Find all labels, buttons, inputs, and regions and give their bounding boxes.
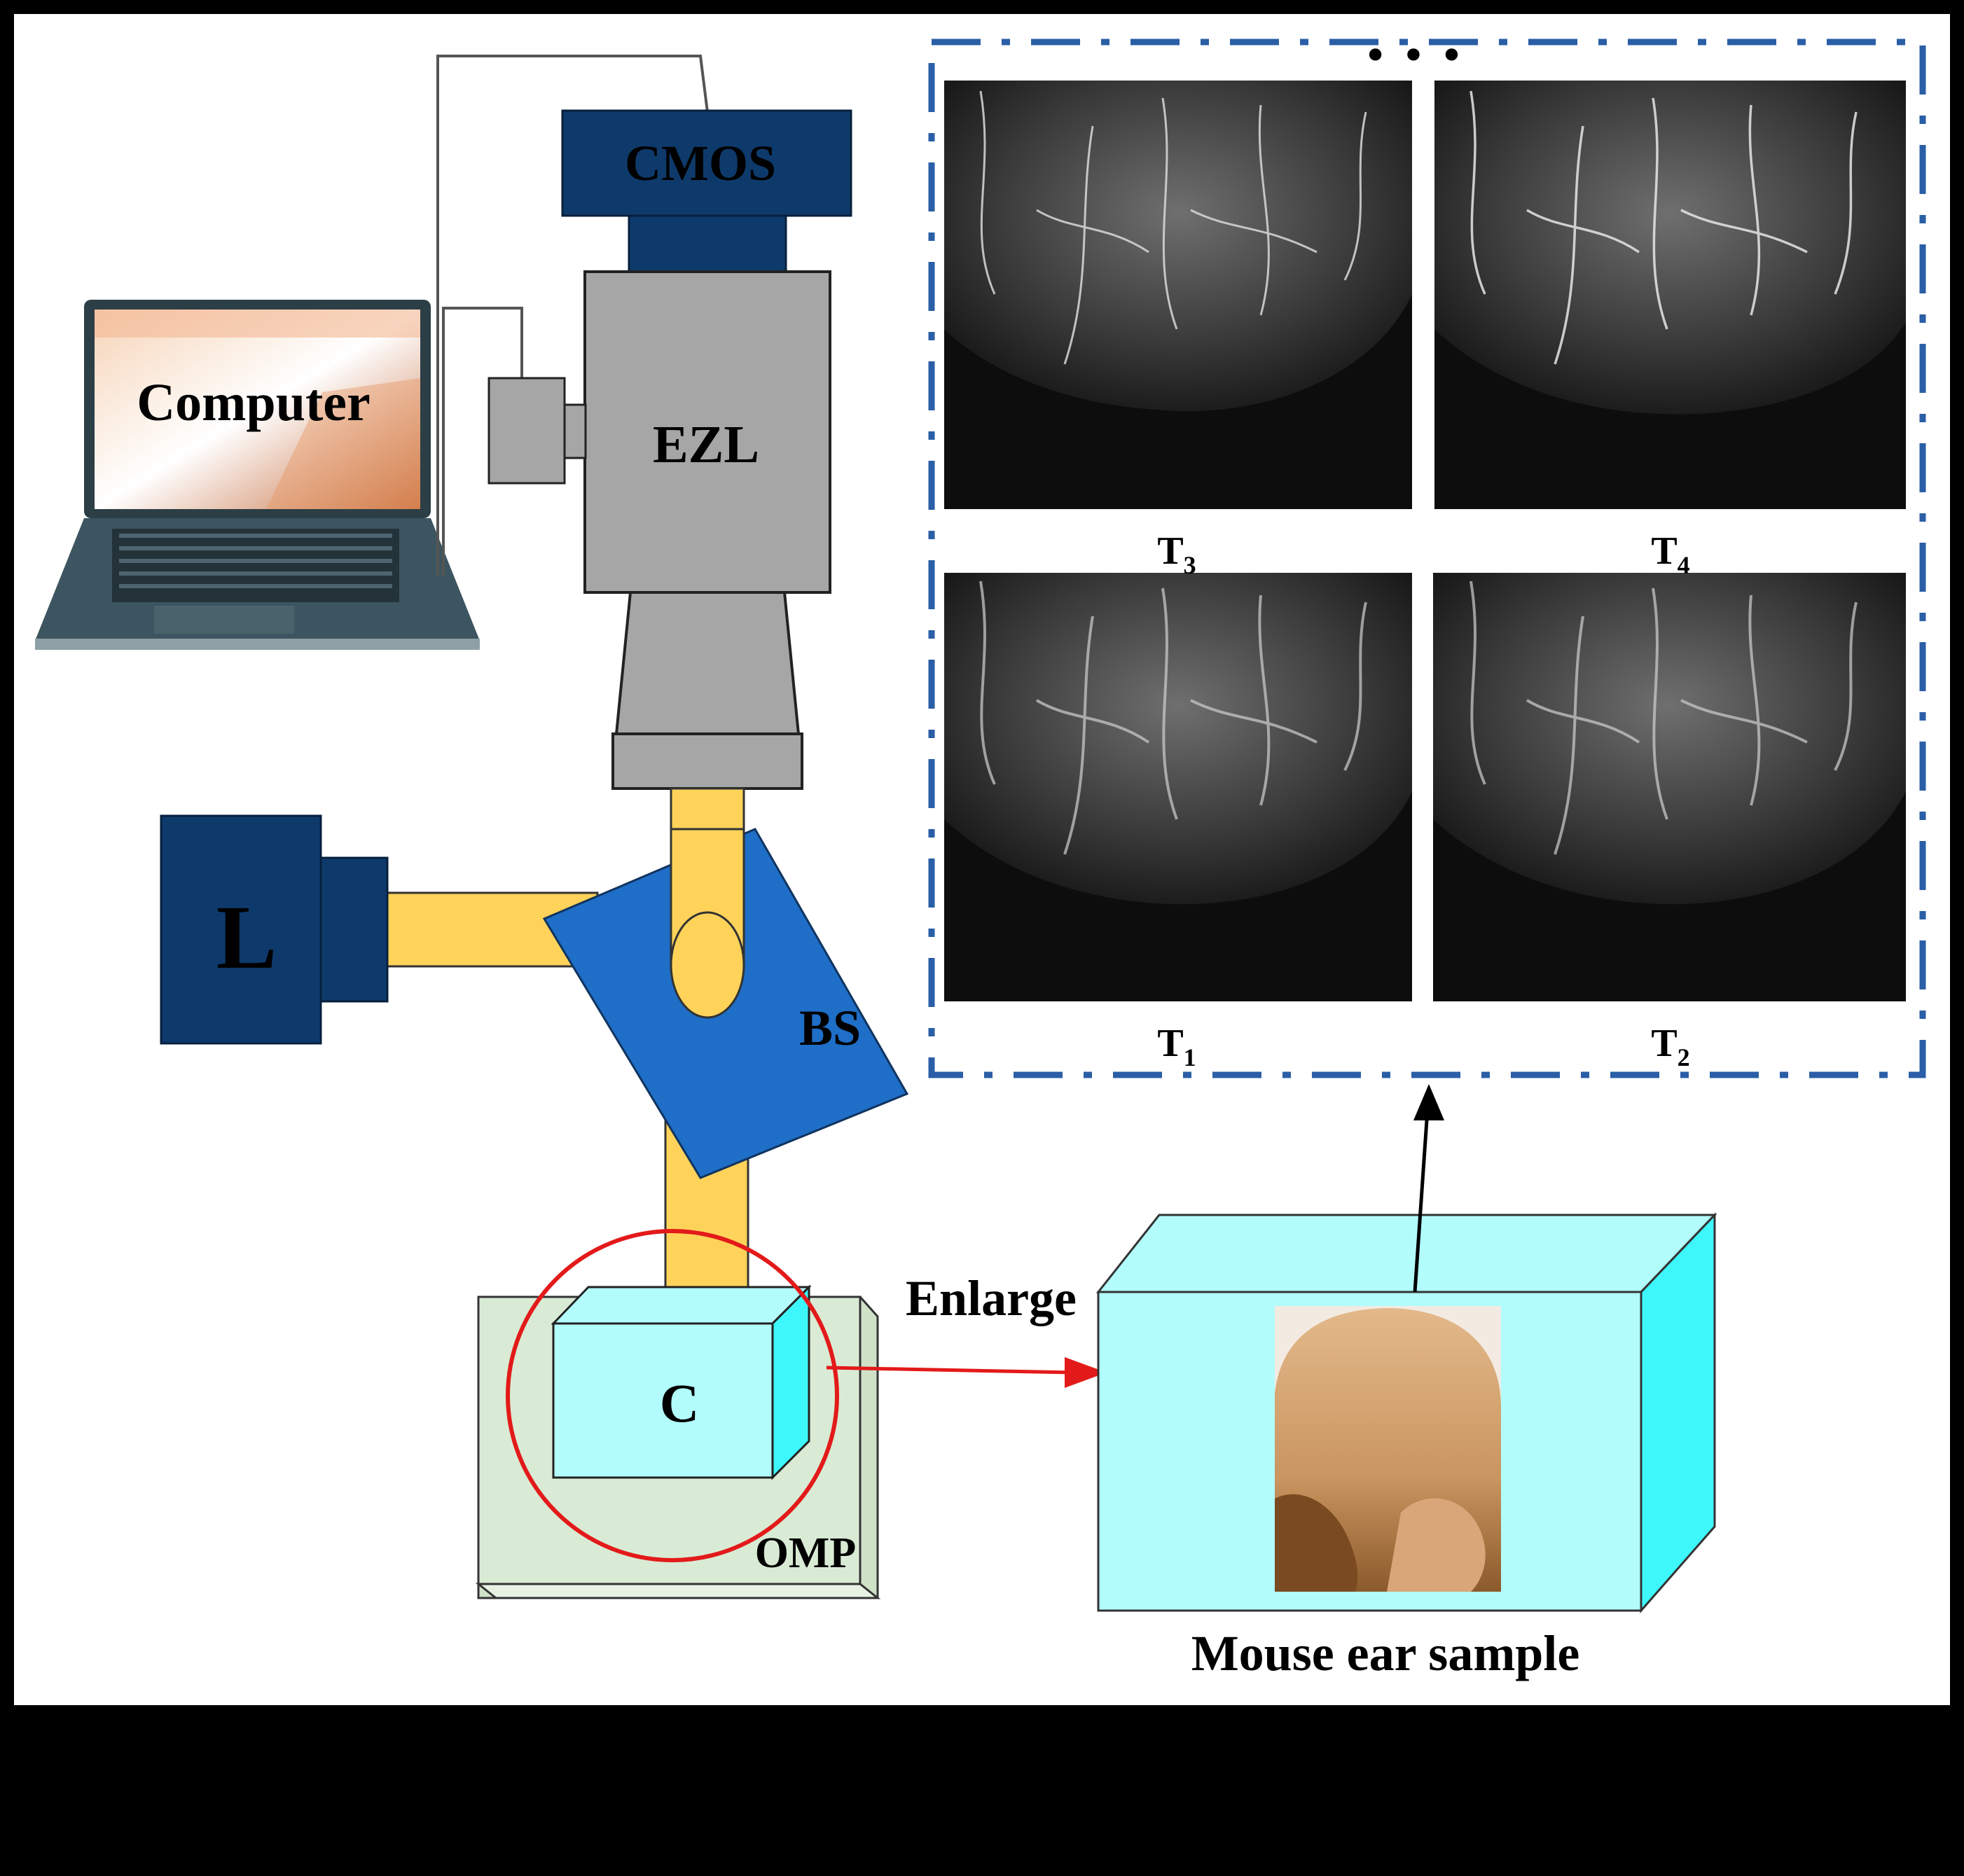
laptop-icon <box>35 300 480 650</box>
panel-t3 <box>944 81 1412 509</box>
timelapse-frame <box>928 39 1926 1078</box>
chamber-label: C <box>660 1373 699 1433</box>
panel-label-t3: T3 <box>1157 529 1196 579</box>
panel-t1 <box>944 573 1412 1001</box>
sample-label: Mouse ear sample <box>1191 1625 1580 1681</box>
panel-t2 <box>1433 573 1906 1001</box>
ellipsis: • • • <box>1363 32 1464 81</box>
panel-t4 <box>1434 81 1906 509</box>
zoom-highlight-circle <box>506 1229 839 1562</box>
camera-cable <box>436 55 709 576</box>
cmos-camera <box>561 109 852 273</box>
cmos-label: CMOS <box>625 135 776 191</box>
light-source <box>160 814 389 1045</box>
upward-arrowhead <box>1413 1084 1444 1120</box>
panel-label-t2: T2 <box>1651 1022 1689 1071</box>
ezl-label: EZL <box>653 415 759 474</box>
enlarge-label: Enlarge <box>906 1270 1077 1326</box>
upward-arrow <box>1413 1109 1430 1293</box>
ezl-zoom-lens <box>487 270 831 790</box>
panel-label-t4: T4 <box>1651 529 1689 579</box>
beam-splitter <box>542 828 909 1179</box>
mouse-ear-photo <box>1275 1306 1501 1592</box>
omp-label: OMP <box>755 1529 857 1577</box>
beam-splitter-label: BS <box>799 1000 861 1056</box>
sample-chamber <box>551 1284 812 1480</box>
panel-label-t1: T1 <box>1157 1022 1196 1071</box>
computer-label: Computer <box>137 373 371 432</box>
light-source-label: L <box>216 887 277 988</box>
enlarge-arrow <box>826 1357 1107 1388</box>
